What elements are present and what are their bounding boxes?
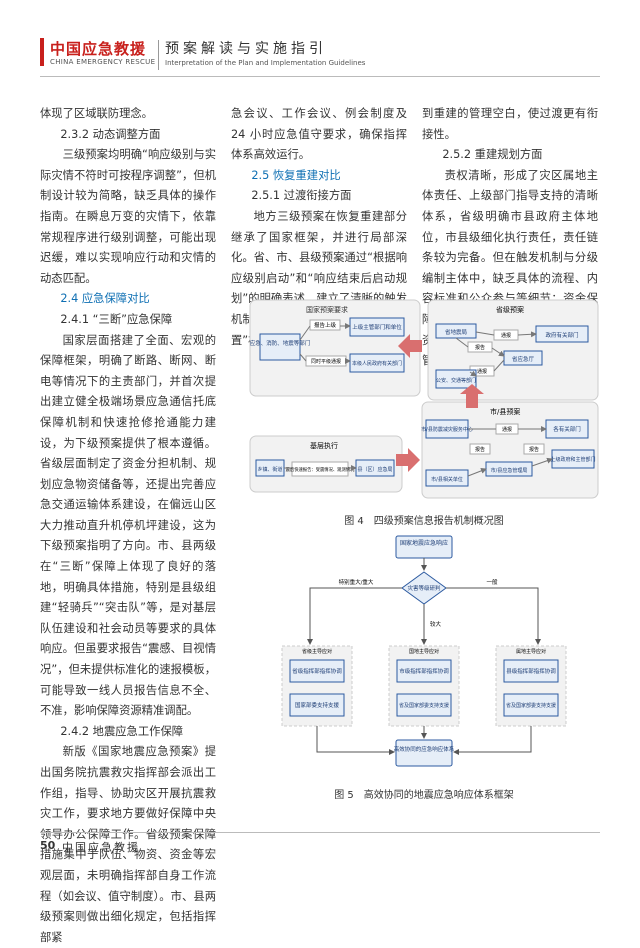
fig5-l-box2: 国家部委支持支援 [295,701,340,709]
footer-title: 中国应急教援 [62,841,140,854]
paragraph: 急会议、工作会议、例会制度及 24 小时应急值守要求，确保指挥体系高效运行。 [231,107,407,162]
fig4-grass-title: 基层执行 [310,441,338,450]
footer-rule [40,832,600,833]
subsection-heading: 2.4.2 地震应急工作保障 [60,724,184,738]
figure-4-diagram: 国家预案要求 应急、消防、地震等部门 报告上级 上级主管部门和单位 同时平级通报… [249,299,599,499]
fig4-c-report2: 报告 [529,446,539,453]
fig4-n-upper: 上级主管部门和单位 [352,323,402,331]
fig4-p-notify2: 通报 [477,368,487,375]
paragraph: 到重建的管理空白，使过渡更有衔接性。 [422,107,598,141]
page-number: 50 [40,839,56,852]
fig4-c-related: 市/县相关单位 [431,476,463,483]
paragraph: 三级预案均明确“响应级别与实际灾情不符时可按程序调整”，但机制设计较为简略，缺乏… [40,148,216,285]
fig4-prov-title: 省级预案 [496,305,524,314]
fig5-l-box1: 省级指挥部指挥协调 [292,667,342,675]
fig4-c-notify: 通报 [502,426,512,433]
fig5-m-box2: 省及国家部委支持支援 [399,702,449,709]
fig4-p-office: 省应急厅 [512,355,535,363]
fig4-p-report: 报告 [475,344,485,351]
fig5-left-label: 特别重大/重大 [339,578,374,586]
figure-5-diagram: 国家地震应急响应 灾害等级研判 特别重大/重大 较大 一般 省级主导应对 省级指… [281,535,567,767]
fig4-c-mgmt: 市/县应急管理局 [491,467,528,474]
fig5-decision: 灾害等级研判 [407,584,440,592]
fig5-right-label: 一般 [486,578,498,586]
fig4-p-bureau: 省地震局 [445,328,467,336]
fig4-arrow-up [460,384,484,408]
fig4-n-notify: 同时平级通报 [311,358,341,365]
fig4-p-police: 公安、交通等部门 [436,377,476,384]
paragraph: 体现了区域联防理念。 [40,107,153,120]
header-accent-bar [40,38,44,66]
fig5-m-head: 国地主导应对 [409,648,439,655]
fig4-p-gov: 政府有关部门 [545,331,578,339]
subsection-heading: 2.4.1 “三断”应急保障 [60,312,173,326]
section-heading: 2.4 应急保障对比 [60,292,150,306]
header-rule [40,76,600,77]
fig5-mid-label: 较大 [430,620,442,628]
fig4-c-units: 各有关部门 [553,425,581,433]
fig4-n-report: 报告上级 [314,321,337,329]
figure-4-caption: 图 4 四级预案信息报告机制概况图 [344,516,504,527]
fig4-n-dept: 应急、消防、地震等部门 [250,339,311,347]
fig5-bottom: 高效协同的应急响应体系 [394,745,455,753]
fig4-arrow-left [398,334,422,358]
fig5-r-head: 属地主导应对 [516,648,546,655]
magazine-title: 中国应急教援 [50,40,147,58]
fig4-n-gov: 本级人民政府有关部门 [352,360,402,367]
fig5-r-box2: 省及国家部委支持支援 [506,702,556,709]
fig4-c-upper: 上级政府和主管部门 [550,456,595,463]
section-heading: 2.5 恢复重建对比 [251,168,341,182]
fig4-c-center: 市/县防震减灾服务中心 [421,426,473,433]
header-divider [158,40,159,70]
text-column-1: 体现了区域联防理念。 2.3.2 动态调整方面三级预案均明确“响应级别与实际灾情不… [40,104,216,948]
fig4-c-report1: 报告 [475,446,485,453]
subsection-heading: 2.5.2 重建规划方面 [442,148,543,162]
magazine-title-en: CHINA EMERGENCY RESCUE [50,58,156,66]
fig4-g-town: 乡镇、街道 [257,466,282,473]
column-title-en: Interpretation of the Plan and Implement… [165,59,366,67]
fig4-g-note: 震后快速报告：受震情况、观测情况 [286,466,355,473]
fig5-m-box1: 市级指挥部指挥协调 [399,667,449,675]
fig4-g-office: 县（区）应急局 [357,466,392,473]
fig4-city-title: 市/县预案 [490,407,520,416]
subsection-heading: 2.5.1 过渡衔接方面 [251,189,352,203]
fig4-national-title: 国家预案要求 [306,305,348,314]
subsection-heading: 2.3.2 动态调整方面 [60,127,161,141]
fig5-l-head: 省级主导应对 [302,648,332,655]
fig5-top: 国家地震应急响应 [400,539,448,547]
figure-5-caption: 图 5 高效协同的地震应急响应体系框架 [334,790,514,801]
fig4-arrow-right [396,448,420,472]
paragraph: 国家层面搭建了全面、宏观的保障框架，明确了断路、断网、断电等情况下的主责部门，并… [40,333,216,718]
fig4-p-notify1: 通报 [501,332,511,339]
column-title: 预案解读与实施指引 [165,41,327,57]
fig5-r-box1: 县级指挥部指挥协调 [506,667,556,675]
